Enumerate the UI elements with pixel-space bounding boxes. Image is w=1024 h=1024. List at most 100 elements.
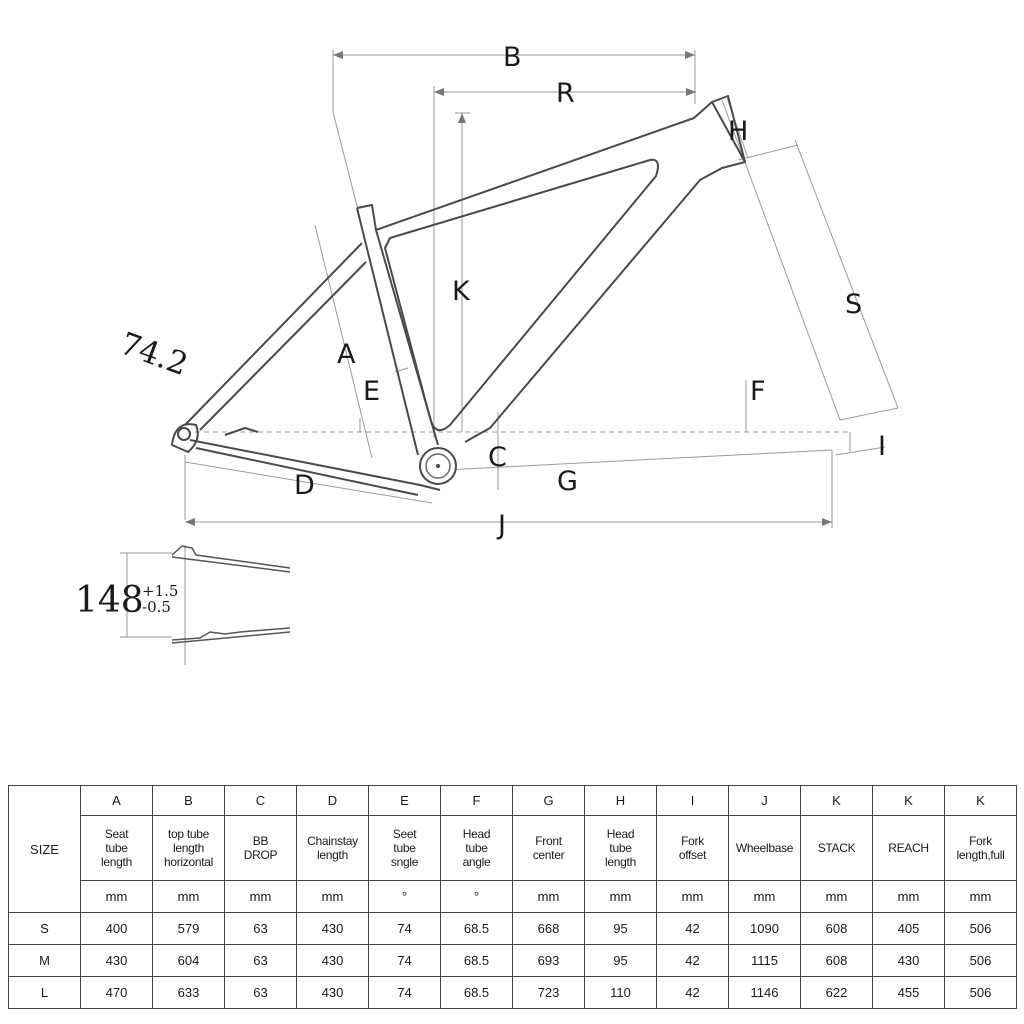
value-cell: 430 xyxy=(296,976,369,1009)
hub-tolerance-plus: +1.5 xyxy=(142,582,178,600)
label-c: C xyxy=(488,442,507,473)
value-cell: 42 xyxy=(656,912,729,945)
value-cell: 74 xyxy=(368,944,441,977)
seat-stay xyxy=(184,242,367,431)
value-cell: 68.5 xyxy=(440,912,513,945)
col-unit: mm xyxy=(152,880,225,913)
rear-dropout xyxy=(171,423,199,453)
col-letter: G xyxy=(512,785,585,816)
label-i: I xyxy=(878,431,886,462)
description-header-row: Seat tube length top tube length horizon… xyxy=(9,815,1017,881)
col-description: BB DROP xyxy=(224,815,297,881)
size-cell: M xyxy=(8,944,81,977)
size-cell: L xyxy=(8,976,81,1009)
col-letter: A xyxy=(80,785,153,816)
seat-angle-label: 74.2 xyxy=(115,326,192,383)
col-unit: mm xyxy=(80,880,153,913)
value-cell: 63 xyxy=(224,976,297,1009)
col-unit: mm xyxy=(584,880,657,913)
col-letter: J xyxy=(728,785,801,816)
geometry-spec-table: SIZE A B C D E F G H I J K K K Seat tube… xyxy=(8,785,1017,1009)
value-cell: 693 xyxy=(512,944,585,977)
value-cell: 470 xyxy=(80,976,153,1009)
col-description: Fork offset xyxy=(656,815,729,881)
rear-hub-detail xyxy=(171,545,291,644)
value-cell: 1090 xyxy=(728,912,801,945)
col-unit: mm xyxy=(296,880,369,913)
label-r: R xyxy=(556,78,575,109)
label-j: J xyxy=(496,510,506,541)
col-description: REACH xyxy=(872,815,945,881)
col-description: STACK xyxy=(800,815,873,881)
col-unit: mm xyxy=(728,880,801,913)
dropout-hole xyxy=(177,427,191,441)
table-row: L 470 633 63 430 74 68.5 723 110 42 1146… xyxy=(8,976,1017,1009)
value-cell: 74 xyxy=(368,912,441,945)
frame-geometry-diagram: B R H K S A E F C G D J I 74.2 148 +1.5 … xyxy=(75,42,899,665)
value-cell: 633 xyxy=(152,976,225,1009)
value-cell: 506 xyxy=(944,944,1017,977)
hub-spacing-value: 148 xyxy=(75,580,144,621)
col-description: top tube length horizontal xyxy=(152,815,225,881)
label-d: D xyxy=(294,470,315,501)
col-description: Fork length,full xyxy=(944,815,1017,881)
unit-header-row: mm mm mm mm ° ° mm mm mm mm mm mm mm xyxy=(9,880,1017,913)
head-tube xyxy=(711,101,746,163)
dimension-lines xyxy=(120,50,899,665)
value-cell: 95 xyxy=(584,912,657,945)
col-description: Seet tube sngle xyxy=(368,815,441,881)
value-cell: 63 xyxy=(224,912,297,945)
value-cell: 1146 xyxy=(728,976,801,1009)
col-letter: K xyxy=(944,785,1017,816)
col-letter: H xyxy=(584,785,657,816)
col-description: Front center xyxy=(512,815,585,881)
value-cell: 1115 xyxy=(728,944,801,977)
value-cell: 608 xyxy=(800,912,873,945)
bb-center-mark xyxy=(436,464,440,468)
value-cell: 430 xyxy=(872,944,945,977)
label-f: F xyxy=(750,376,766,407)
letter-header-row: SIZE A B C D E F G H I J K K K xyxy=(8,785,1017,913)
col-unit: mm xyxy=(800,880,873,913)
col-unit: mm xyxy=(872,880,945,913)
col-letter: I xyxy=(656,785,729,816)
lower-stay-detail xyxy=(171,627,291,641)
value-cell: 604 xyxy=(152,944,225,977)
brake-mount xyxy=(224,427,259,436)
bike-frame xyxy=(171,95,746,496)
col-letter: K xyxy=(872,785,945,816)
hub-tolerance-minus: -0.5 xyxy=(142,598,171,616)
value-cell: 400 xyxy=(80,912,153,945)
value-cell: 579 xyxy=(152,912,225,945)
arrowheads xyxy=(185,51,832,526)
col-letter: F xyxy=(440,785,513,816)
value-cell: 455 xyxy=(872,976,945,1009)
value-cell: 95 xyxy=(584,944,657,977)
col-unit: mm xyxy=(512,880,585,913)
bottom-bracket-inner xyxy=(425,453,451,479)
seat-tube xyxy=(356,207,439,456)
col-unit: mm xyxy=(656,880,729,913)
col-letter: K xyxy=(800,785,873,816)
table-row: M 430 604 63 430 74 68.5 693 95 42 1115 … xyxy=(8,944,1017,977)
col-description: Head tube angle xyxy=(440,815,513,881)
value-cell: 506 xyxy=(944,976,1017,1009)
size-header: SIZE xyxy=(8,785,81,913)
label-e: E xyxy=(363,376,380,407)
value-cell: 668 xyxy=(512,912,585,945)
label-b: B xyxy=(503,42,522,73)
value-cell: 608 xyxy=(800,944,873,977)
value-cell: 68.5 xyxy=(440,944,513,977)
col-letter: B xyxy=(152,785,225,816)
table-row: S 400 579 63 430 74 68.5 668 95 42 1090 … xyxy=(8,912,1017,945)
col-letter: C xyxy=(224,785,297,816)
value-cell: 430 xyxy=(296,944,369,977)
col-letter: E xyxy=(368,785,441,816)
label-k: K xyxy=(452,276,471,307)
value-cell: 430 xyxy=(80,944,153,977)
value-cell: 405 xyxy=(872,912,945,945)
size-cell: S xyxy=(8,912,81,945)
value-cell: 430 xyxy=(296,912,369,945)
col-description: Seat tube length xyxy=(80,815,153,881)
upper-stay-detail xyxy=(171,545,291,569)
